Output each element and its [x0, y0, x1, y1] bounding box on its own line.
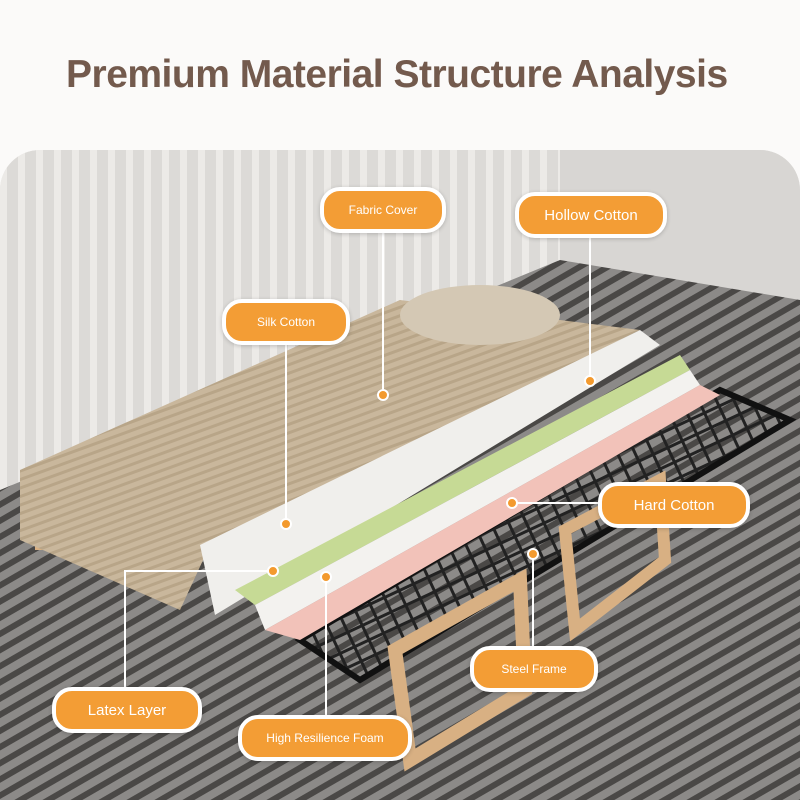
latex-layer-label: Latex Layer [52, 687, 202, 733]
hollow-cotton-marker [584, 375, 596, 387]
foam-marker [320, 571, 332, 583]
fabric-cover-marker [377, 389, 389, 401]
hard-cotton-marker [506, 497, 518, 509]
hard-cotton-leader-line [512, 502, 602, 504]
page-title: Premium Material Structure Analysis [66, 53, 728, 96]
sofa-bed-cross-section-image [0, 150, 800, 800]
fabric-cover-leader-line [382, 228, 384, 395]
steel-frame-marker [527, 548, 539, 560]
silk-cotton-marker [280, 518, 292, 530]
foam-leader-line [325, 577, 327, 717]
hollow-cotton-label: Hollow Cotton [515, 192, 667, 238]
steel-frame-leader-line [532, 554, 534, 650]
latex-layer-marker [267, 565, 279, 577]
hollow-cotton-leader-line [589, 232, 591, 381]
latex-layer-leader-line-v [124, 570, 126, 690]
silk-cotton-label: Silk Cotton [222, 299, 350, 345]
latex-layer-leader-line-h [124, 570, 273, 572]
hard-cotton-label: Hard Cotton [598, 482, 750, 528]
fabric-cover-label: Fabric Cover [320, 187, 446, 233]
high-resilience-foam-label: High Resilience Foam [238, 715, 412, 761]
steel-frame-label: Steel Frame [470, 646, 598, 692]
silk-cotton-leader-line [285, 340, 287, 524]
